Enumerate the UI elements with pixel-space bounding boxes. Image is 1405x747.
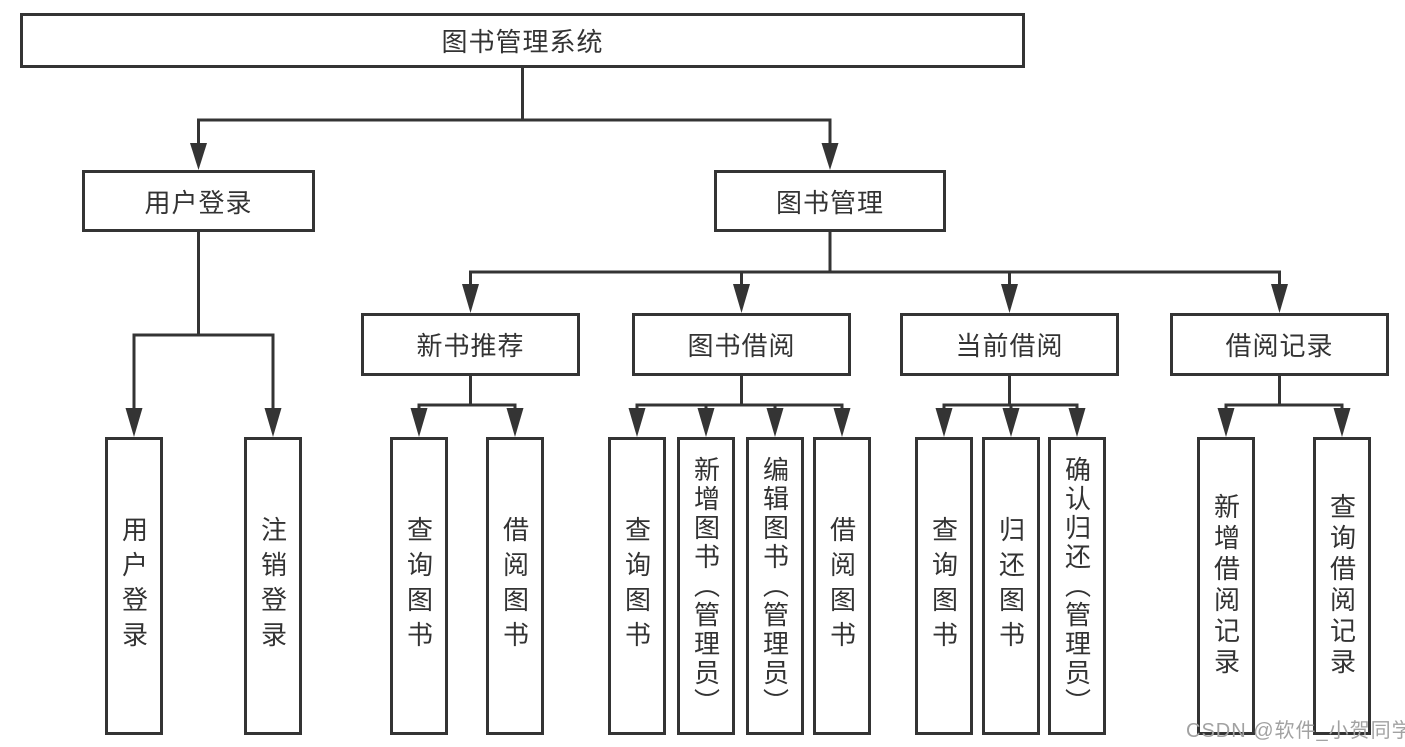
leaf-add-borrow-record-label: 新增借阅记录 — [1210, 493, 1241, 679]
leaf-query-books-recommend: 查询图书 — [390, 437, 448, 735]
leaf-query-borrow-record: 查询借阅记录 — [1313, 437, 1371, 735]
connector-user-login — [125, 232, 282, 437]
leaf-logout-label: 注销登录 — [257, 516, 288, 656]
leaf-edit-book-admin: 编辑图书（管理员） — [746, 437, 804, 735]
node-new-book-recommend: 新书推荐 — [361, 313, 580, 376]
connector-new-book-recommend — [410, 376, 524, 437]
leaf-confirm-return-admin-label: 确认归还（管理员） — [1061, 455, 1092, 717]
leaf-return-books: 归还图书 — [982, 437, 1040, 735]
leaf-add-borrow-record: 新增借阅记录 — [1197, 437, 1255, 735]
leaf-user-login: 用户登录 — [105, 437, 163, 735]
connector-root — [190, 68, 839, 170]
leaf-query-books-current-label: 查询图书 — [928, 516, 959, 656]
leaf-logout: 注销登录 — [244, 437, 302, 735]
leaf-query-books-borrow: 查询图书 — [608, 437, 666, 735]
leaf-query-books-recommend-label: 查询图书 — [403, 516, 434, 656]
leaf-borrow-books-label: 借阅图书 — [826, 516, 857, 656]
connector-current-borrow — [935, 376, 1086, 437]
leaf-confirm-return-admin: 确认归还（管理员） — [1048, 437, 1106, 735]
leaf-query-borrow-record-label: 查询借阅记录 — [1326, 493, 1357, 679]
leaf-query-books-borrow-label: 查询图书 — [621, 516, 652, 656]
node-book-management: 图书管理 — [714, 170, 946, 232]
leaf-borrow-books-recommend-label: 借阅图书 — [499, 516, 530, 656]
connector-borrow-record — [1217, 376, 1351, 437]
leaf-borrow-books: 借阅图书 — [813, 437, 871, 735]
leaf-add-book-admin: 新增图书（管理员） — [677, 437, 735, 735]
node-current-borrow: 当前借阅 — [900, 313, 1119, 376]
leaf-user-login-label: 用户登录 — [118, 516, 149, 656]
leaf-add-book-admin-label: 新增图书（管理员） — [690, 455, 721, 717]
node-user-login: 用户登录 — [82, 170, 315, 232]
leaf-return-books-label: 归还图书 — [995, 516, 1026, 656]
node-library-management-system: 图书管理系统 — [20, 13, 1025, 68]
csdn-watermark: CSDN @软件_小贺同学 — [1186, 720, 1405, 742]
connector-book-borrow — [628, 376, 851, 437]
leaf-borrow-books-recommend: 借阅图书 — [486, 437, 544, 735]
node-borrow-record: 借阅记录 — [1170, 313, 1389, 376]
connector-book-management — [462, 232, 1288, 313]
node-book-borrow: 图书借阅 — [632, 313, 851, 376]
leaf-edit-book-admin-label: 编辑图书（管理员） — [759, 455, 790, 717]
leaf-query-books-current: 查询图书 — [915, 437, 973, 735]
